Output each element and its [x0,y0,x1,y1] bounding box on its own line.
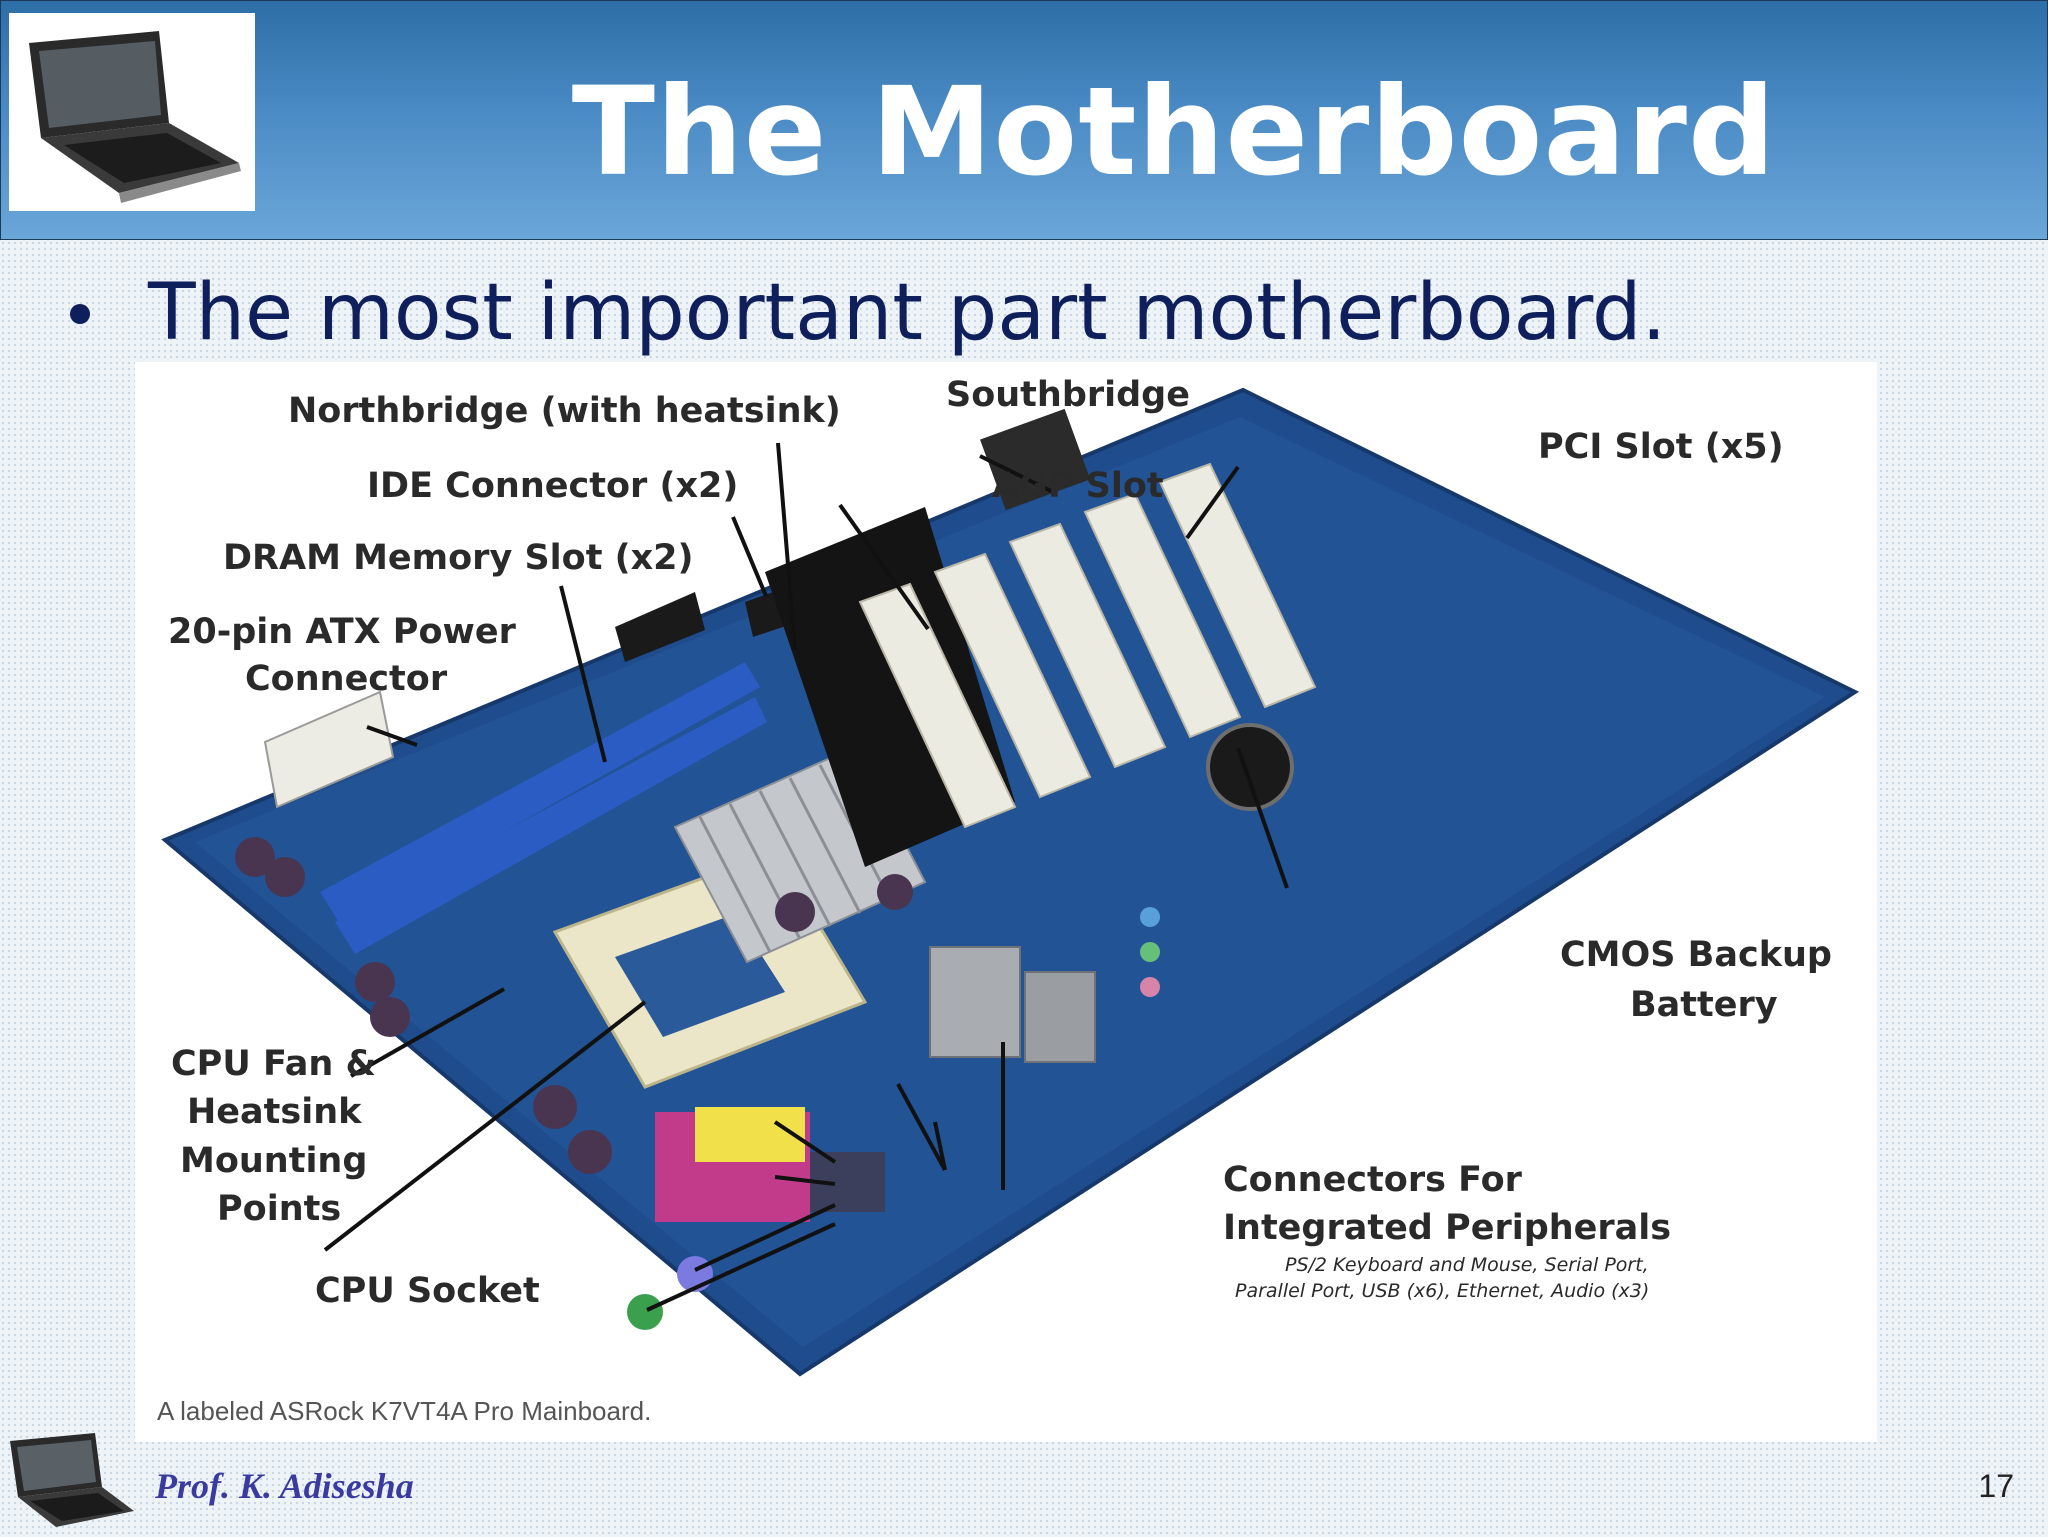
southbridge-chip [980,408,1091,511]
pci-slots [858,462,1317,829]
atx-power-connector [263,690,395,809]
ide-connector [615,592,705,662]
io-usb [1024,971,1096,1063]
label-atx-line2: Connector [245,659,448,699]
label-ide-connector: IDE Connector (x2) [367,466,738,506]
io-audio-2 [1140,942,1160,962]
io-ethernet [929,946,1021,1058]
laptop-icon [10,1433,134,1527]
io-ps2-mouse [627,1294,663,1330]
label-atx-line1: 20-pin ATX Power [168,612,517,652]
label-connectors-line2: Integrated Peripherals [1223,1208,1671,1248]
label-connectors-sub1: PS/2 Keyboard and Mouse, Serial Port, [1285,1254,1649,1276]
laptop-thumbnail [9,13,255,211]
motherboard-figure: Northbridge (with heatsink) Southbridge … [135,362,1877,1442]
label-cpufan-line3: Mounting [180,1141,367,1181]
motherboard-illustration: Northbridge (with heatsink) Southbridge … [161,375,1860,1377]
laptop-icon [9,13,255,211]
cmos-battery [1206,723,1294,811]
bullet-dot [70,304,90,324]
io-audio-1 [1140,907,1160,927]
label-connectors-line1: Connectors For [1223,1160,1523,1200]
label-cpufan-line4: Points [217,1189,341,1229]
dram-slots [320,662,760,924]
label-cmos-line1: CMOS Backup [1560,935,1832,975]
page-number: 17 [1978,1468,2014,1504]
label-cpufan-line1: CPU Fan & [171,1044,376,1084]
label-cmos-line2: Battery [1630,985,1778,1025]
figure-caption: A labeled ASRock K7VT4A Pro Mainboard. [157,1396,652,1426]
label-agp-slot: AGP Slot [992,466,1164,506]
label-cpufan-line2: Heatsink [187,1092,362,1132]
io-audio-3 [1140,977,1160,997]
slide-header: The Motherboard [0,0,2048,240]
label-pci-slot: PCI Slot (x5) [1538,427,1784,467]
label-dram-slot: DRAM Memory Slot (x2) [223,538,694,578]
label-cpu-socket: CPU Socket [315,1271,540,1311]
footer-laptop-logo [0,1425,140,1533]
bullet-text: The most important part motherboard. [148,268,1667,358]
label-northbridge: Northbridge (with heatsink) [288,391,841,431]
slide-title: The Motherboard [571,61,1777,203]
author-name: Prof. K. Adisesha [155,1466,414,1506]
label-connectors-sub2: Parallel Port, USB (x6), Ethernet, Audio… [1235,1280,1649,1302]
label-southbridge: Southbridge [946,375,1190,415]
